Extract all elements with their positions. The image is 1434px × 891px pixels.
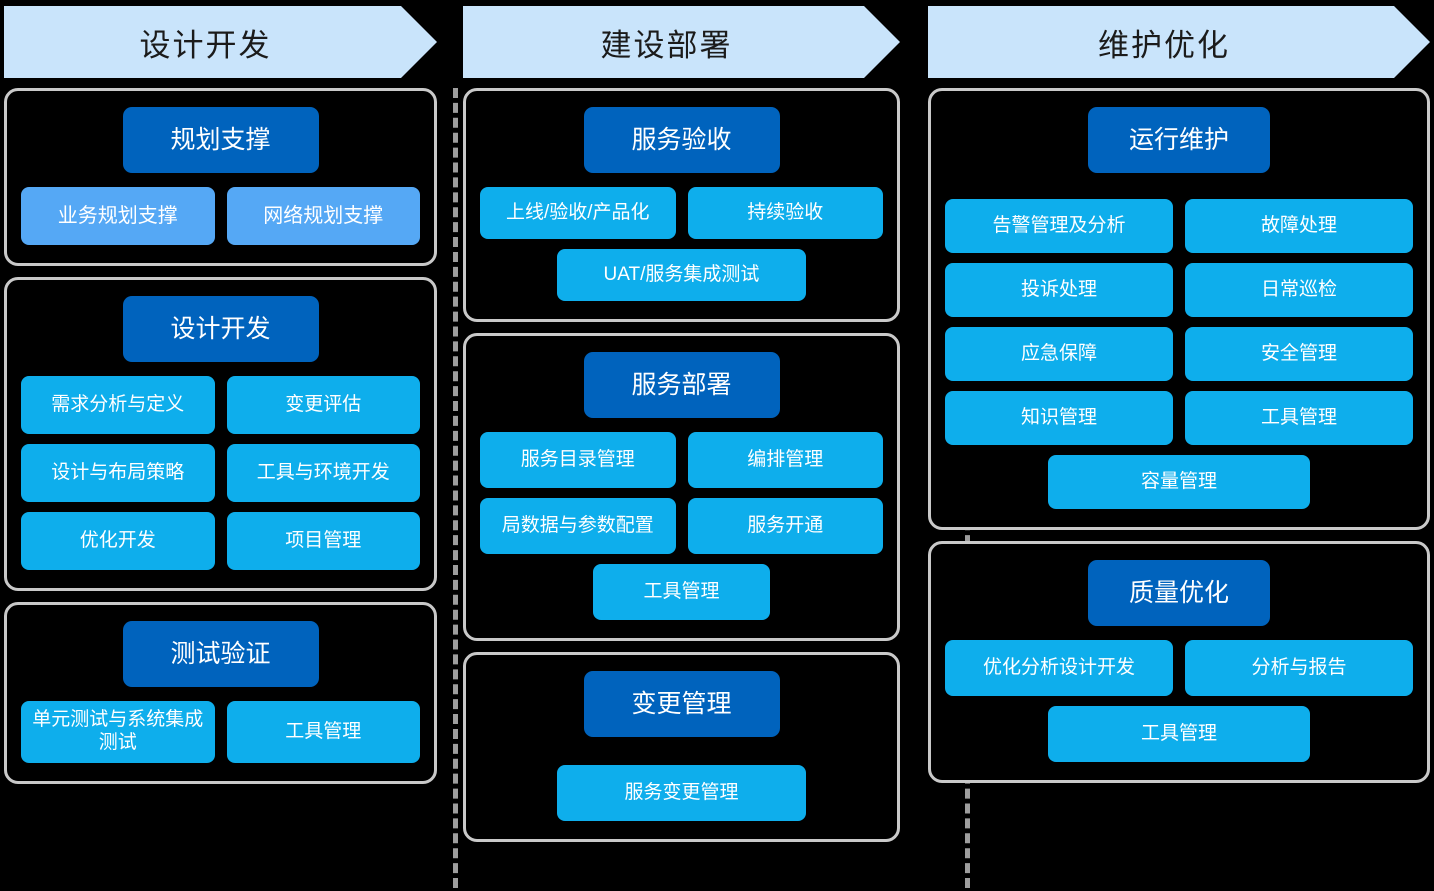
capability-item[interactable]: 变更评估 xyxy=(226,376,420,434)
group-title: 变更管理 xyxy=(583,671,780,737)
capability-item[interactable]: 持续验收 xyxy=(687,187,883,239)
item-grid: 优化分析设计开发 分析与报告 工具管理 xyxy=(945,640,1413,762)
capability-item[interactable]: 投诉处理 xyxy=(945,263,1173,317)
phase-header-maintenance[interactable]: 维护优化 xyxy=(928,6,1430,78)
group-card-change[interactable]: 变更管理 服务变更管理 xyxy=(463,652,900,842)
capability-item[interactable]: 局数据与参数配置 xyxy=(480,498,676,554)
capability-item[interactable]: 设计与布局策略 xyxy=(21,444,215,502)
phase-column-design: 设计开发 规划支撑 业务规划支撑 网络规划支撑 设计开发 需求分析与定义 变更评… xyxy=(0,0,441,891)
capability-item[interactable]: 单元测试与系统集成测试 xyxy=(21,701,215,763)
group-card-quality[interactable]: 质量优化 优化分析设计开发 分析与报告 工具管理 xyxy=(928,541,1430,783)
capability-item[interactable]: 容量管理 xyxy=(1047,455,1311,509)
capability-item[interactable]: 编排管理 xyxy=(687,432,883,488)
capability-item[interactable]: 知识管理 xyxy=(945,391,1173,445)
group-title: 运行维护 xyxy=(1088,107,1270,173)
group-card-operations[interactable]: 运行维护 告警管理及分析 故障处理 投诉处理 日常巡检 应急保障 安全管理 知识… xyxy=(928,88,1430,530)
item-grid: 服务变更管理 xyxy=(480,765,883,821)
capability-item[interactable]: 网络规划支撑 xyxy=(226,187,420,245)
capability-item[interactable]: 服务目录管理 xyxy=(480,432,676,488)
group-title: 服务验收 xyxy=(583,107,780,173)
capability-item[interactable]: 服务变更管理 xyxy=(556,765,807,821)
capability-item[interactable]: 安全管理 xyxy=(1185,327,1413,381)
column-divider-1 xyxy=(453,88,458,888)
item-grid: 服务目录管理 编排管理 局数据与参数配置 服务开通 工具管理 xyxy=(480,432,883,620)
group-card-planning[interactable]: 规划支撑 业务规划支撑 网络规划支撑 xyxy=(4,88,437,266)
capability-item[interactable]: 项目管理 xyxy=(226,512,420,570)
group-card-test[interactable]: 测试验证 单元测试与系统集成测试 工具管理 xyxy=(4,602,437,784)
capability-item[interactable]: 上线/验收/产品化 xyxy=(480,187,676,239)
phase-column-deployment: 建设部署 服务验收 上线/验收/产品化 持续验收 UAT/服务集成测试 服务部署… xyxy=(441,0,904,891)
phase-header-deployment[interactable]: 建设部署 xyxy=(463,6,900,78)
group-card-service-deploy[interactable]: 服务部署 服务目录管理 编排管理 局数据与参数配置 服务开通 工具管理 xyxy=(463,333,900,641)
capability-item[interactable]: 优化开发 xyxy=(21,512,215,570)
capability-item[interactable]: 日常巡检 xyxy=(1185,263,1413,317)
group-title: 规划支撑 xyxy=(122,107,319,173)
phase-header-label: 维护优化 xyxy=(1098,27,1230,63)
item-grid: 业务规划支撑 网络规划支撑 xyxy=(21,187,420,245)
capability-item[interactable]: 业务规划支撑 xyxy=(21,187,215,245)
item-grid: 告警管理及分析 故障处理 投诉处理 日常巡检 应急保障 安全管理 知识管理 工具… xyxy=(945,199,1413,509)
group-title: 质量优化 xyxy=(1088,560,1270,626)
group-card-acceptance[interactable]: 服务验收 上线/验收/产品化 持续验收 UAT/服务集成测试 xyxy=(463,88,900,322)
group-title: 设计开发 xyxy=(122,296,319,362)
capability-item[interactable]: 工具管理 xyxy=(592,564,771,620)
phase-header-design[interactable]: 设计开发 xyxy=(4,6,437,78)
capability-item[interactable]: 优化分析设计开发 xyxy=(945,640,1173,696)
group-card-design[interactable]: 设计开发 需求分析与定义 变更评估 设计与布局策略 工具与环境开发 优化开发 项… xyxy=(4,277,437,591)
item-grid: 单元测试与系统集成测试 工具管理 xyxy=(21,701,420,763)
item-grid: 上线/验收/产品化 持续验收 UAT/服务集成测试 xyxy=(480,187,883,301)
capability-item[interactable]: 工具管理 xyxy=(1047,706,1311,762)
capability-item[interactable]: 工具管理 xyxy=(226,701,420,763)
item-grid: 需求分析与定义 变更评估 设计与布局策略 工具与环境开发 优化开发 项目管理 xyxy=(21,376,420,570)
capability-item[interactable]: 工具管理 xyxy=(1185,391,1413,445)
capability-item[interactable]: 告警管理及分析 xyxy=(945,199,1173,253)
phase-header-label: 建设部署 xyxy=(600,27,733,63)
capability-item[interactable]: 服务开通 xyxy=(687,498,883,554)
capability-item[interactable]: UAT/服务集成测试 xyxy=(556,249,807,301)
phase-column-maintenance: 维护优化 运行维护 告警管理及分析 故障处理 投诉处理 日常巡检 应急保障 安全… xyxy=(904,0,1434,891)
phase-header-label: 设计开发 xyxy=(139,27,272,63)
capability-item[interactable]: 应急保障 xyxy=(945,327,1173,381)
group-title: 服务部署 xyxy=(583,352,780,418)
capability-item[interactable]: 故障处理 xyxy=(1185,199,1413,253)
group-title: 测试验证 xyxy=(122,621,319,687)
capability-item[interactable]: 需求分析与定义 xyxy=(21,376,215,434)
capability-item[interactable]: 工具与环境开发 xyxy=(226,444,420,502)
capability-item[interactable]: 分析与报告 xyxy=(1185,640,1413,696)
